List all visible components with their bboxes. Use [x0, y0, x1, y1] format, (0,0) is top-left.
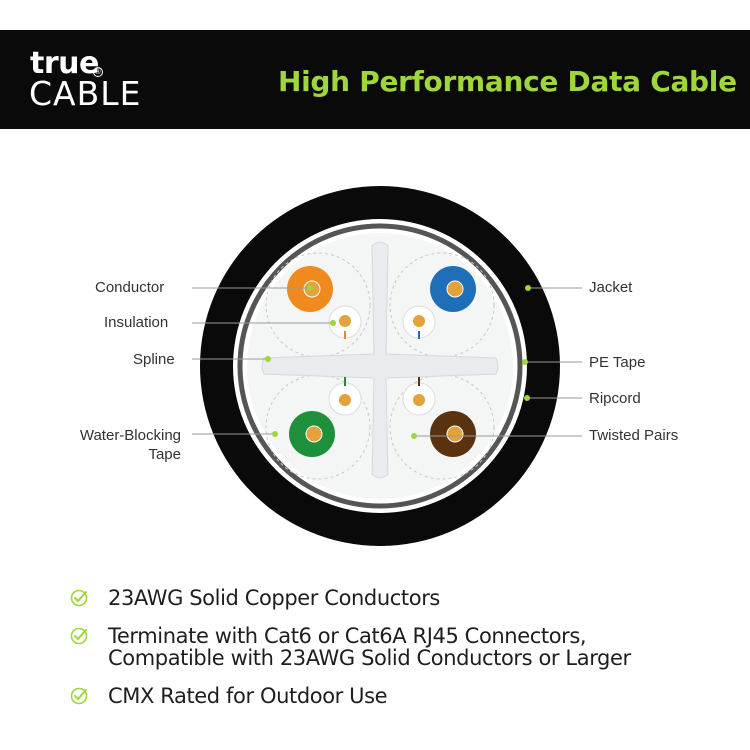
feature-text: 23AWG Solid Copper Conductors [108, 586, 440, 610]
blue-stripe [418, 331, 420, 339]
feature-text: Terminate with Cat6 or Cat6A RJ45 Connec… [108, 624, 587, 648]
registered-mark-icon: ® [93, 67, 103, 77]
logo-cable-text: CABLE [29, 74, 142, 113]
green-stripe [344, 377, 346, 386]
page-title: High Performance Data Cable [278, 65, 737, 98]
feature-text: CMX Rated for Outdoor Use [108, 684, 388, 708]
check-circle-icon [70, 627, 88, 645]
check-circle-icon [70, 687, 88, 705]
orange-white-copper [339, 315, 351, 327]
label-pe-tape: PE Tape [589, 354, 646, 371]
header-banner: true ® CABLE High Performance Data Cable [0, 30, 750, 129]
check-circle-icon [70, 589, 88, 607]
brown-stripe [418, 377, 420, 386]
brown-copper-core [446, 425, 464, 443]
ripcord-ring [237, 223, 523, 509]
green-white-copper [339, 394, 351, 406]
label-ripcord: Ripcord [589, 390, 641, 407]
label-water-blocking: Water-Blocking [79, 427, 181, 444]
spline-cross [261, 241, 499, 479]
feature-text-line2: Compatible with 23AWG Solid Conductors o… [108, 646, 631, 670]
blue-white-copper [413, 315, 425, 327]
leader-lines [192, 287, 582, 437]
label-water-blocking-tape: Tape [148, 446, 181, 463]
label-insulation: Insulation [104, 314, 169, 331]
leader-dots [265, 285, 531, 439]
pair-zone-outlines [265, 252, 495, 480]
label-twisted-pairs: Twisted Pairs [589, 427, 679, 444]
label-jacket: Jacket [589, 279, 633, 296]
label-conductor: Conductor [95, 279, 165, 296]
blue-copper-core [446, 280, 464, 298]
label-spline: Spline [133, 351, 175, 368]
logo-true-text: true [30, 46, 99, 81]
orange-stripe [344, 331, 346, 339]
brown-white-copper [413, 394, 425, 406]
green-copper-core [305, 425, 323, 443]
